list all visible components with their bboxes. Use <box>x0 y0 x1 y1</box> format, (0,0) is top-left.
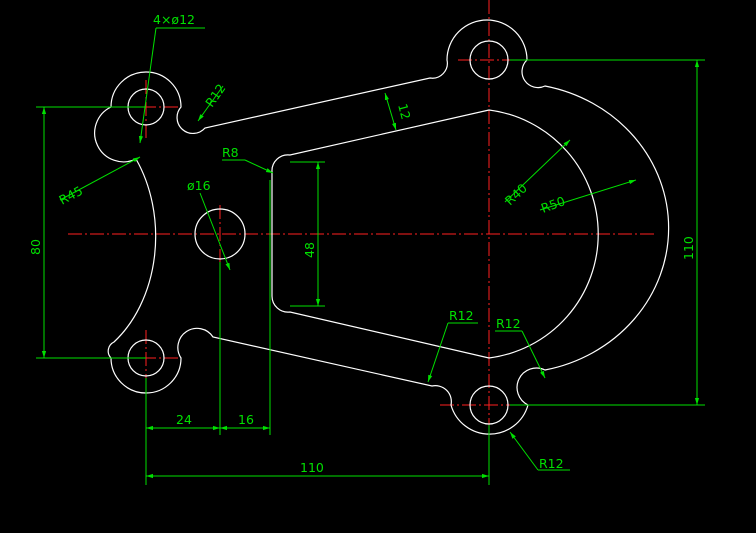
leader-r45 <box>59 156 141 201</box>
label-width-12: 12 <box>395 102 414 121</box>
label-d16: ø16 <box>187 178 211 193</box>
label-r12-top-left: R12 <box>202 81 228 110</box>
label-4x-d12: 4×ø12 <box>153 12 195 27</box>
label-h80: 80 <box>28 239 43 255</box>
label-r8: R8 <box>222 145 239 160</box>
leader-d16 <box>199 192 231 271</box>
label-h48: 48 <box>302 242 317 258</box>
label-h110: 110 <box>681 236 696 260</box>
label-w16: 16 <box>238 412 254 427</box>
leader-r8 <box>244 159 274 174</box>
part-outline <box>94 19 670 435</box>
label-r50: R50 <box>539 193 567 216</box>
leader-r12-bottom-mid <box>427 322 449 383</box>
leader-4x-d12 <box>138 27 157 144</box>
outer-contour <box>94 19 670 435</box>
label-w24: 24 <box>176 412 192 427</box>
hole-middle-d16 <box>194 208 246 260</box>
leader-r50 <box>539 179 637 211</box>
label-r12-bottom-right: R12 <box>496 316 521 331</box>
dimensions <box>36 27 705 485</box>
hole-bottom-right <box>469 385 509 425</box>
hole-top-right <box>469 40 509 80</box>
leader-r12-bottom-outer <box>509 431 539 471</box>
label-r45: R45 <box>56 183 85 208</box>
dim-width-12 <box>384 92 397 131</box>
label-r12-bottom-mid: R12 <box>449 308 474 323</box>
leader-r40 <box>504 139 571 203</box>
dimension-labels: 4×ø12 R12 R45 R8 ø16 12 R40 R50 80 48 11… <box>28 12 696 475</box>
label-r40: R40 <box>502 180 530 208</box>
label-w110: 110 <box>300 460 324 475</box>
leader-r12-bottom-right <box>521 330 546 379</box>
leader-r12-top-left <box>197 85 224 122</box>
label-r12-bottom-outer: R12 <box>539 456 564 471</box>
